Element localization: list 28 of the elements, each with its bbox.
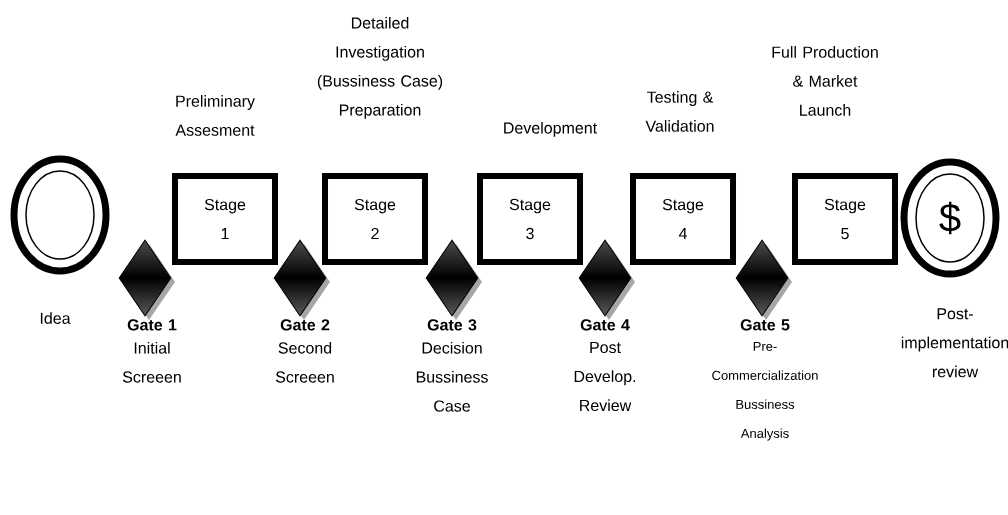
gate-diamond [425, 239, 482, 320]
stage-box: Stage 5 [792, 173, 898, 265]
description-text: Pre-Commercialization Bussiness Analysis [712, 341, 818, 441]
gate-diamond [273, 239, 330, 320]
gate-diamond [578, 239, 635, 320]
description-text: Initial Screeen [122, 341, 181, 383]
description-text: Idea [40, 312, 71, 324]
gate-diamond [735, 239, 792, 320]
stage-title: Preliminary Assesment [175, 95, 255, 136]
gate-label: Gate 2 [280, 319, 330, 331]
stage-box: Stage 2 [322, 173, 428, 265]
description-text: Post Develop. Review [574, 341, 636, 412]
gate-label: Gate 3 [427, 319, 477, 331]
stage-box: Stage 3 [477, 173, 583, 265]
stage-title: Development [504, 121, 597, 137]
gate-diamond [118, 239, 175, 320]
stage-title: Testing & Validation [645, 91, 714, 132]
gate-label: Gate 1 [127, 319, 177, 331]
description-text: Decision Bussiness Case [416, 341, 488, 412]
stage-title: Detailed Investigation (Bussiness Case) Preparation [317, 16, 443, 119]
description-text: Second Screeen [275, 341, 334, 383]
stage-title: Full Production & Market Launch [772, 46, 878, 116]
description-text: Post-implementation review [901, 308, 1008, 378]
circle [10, 155, 110, 275]
gate-label: Gate 4 [580, 319, 630, 331]
gate-label: Gate 5 [740, 319, 790, 331]
stage-box: Stage 4 [630, 173, 736, 265]
stage-box: Stage 1 [172, 173, 278, 265]
